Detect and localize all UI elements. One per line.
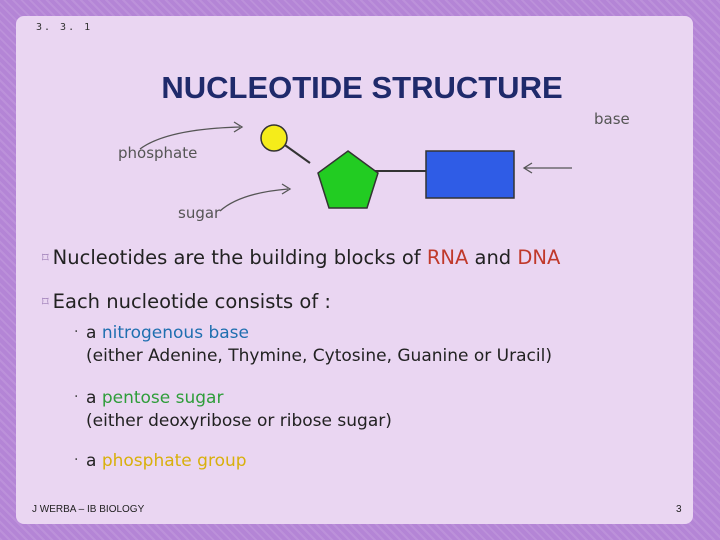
sub-bullet-icon: · [74,324,79,340]
bullet-consists-of: ⌑Each nucleotide consists of : [42,290,331,313]
slide-title: NUCLEOTIDE STRUCTURE [161,70,563,105]
sub-item-sugar: · a pentose sugar (either deoxyribose or… [74,388,392,431]
base-rectangle [425,150,515,199]
rna-text: RNA [426,246,469,269]
base-label: base [594,110,630,128]
sugar-arrow [219,188,289,212]
sub-item-detail: (either Adenine, Thymine, Cytosine, Guan… [86,346,552,366]
phosphate-arrow [139,126,241,150]
bullet-icon: ⌑ [42,295,49,310]
nucleotide-diagram [139,121,572,212]
footer-author: J WERBA – IB BIOLOGY [32,504,145,515]
slide: 3. 3. 1 NUCLEOTIDE STRUCTURE phosphate s… [16,16,693,524]
sub-bullet-icon: · [74,452,79,468]
page-number: 3 [676,504,682,515]
phosphate-label: phosphate [118,144,198,162]
sub-item-detail: (either deoxyribose or ribose sugar) [86,411,392,431]
sugar-pentagon [317,150,379,209]
section-number: 3. 3. 1 [36,22,93,33]
sugar-label: sugar [178,204,221,222]
sub-item-base: · a nitrogenous base (either Adenine, Th… [74,323,552,366]
sub-bullet-icon: · [74,389,79,405]
sub-item-phosphate: · a phosphate group [74,451,247,471]
phosphate-circle [260,124,288,152]
dna-text: DNA [517,246,561,269]
bullet-icon: ⌑ [42,251,49,266]
bullet-building-blocks: ⌑Nucleotides are the building blocks of … [42,246,561,269]
